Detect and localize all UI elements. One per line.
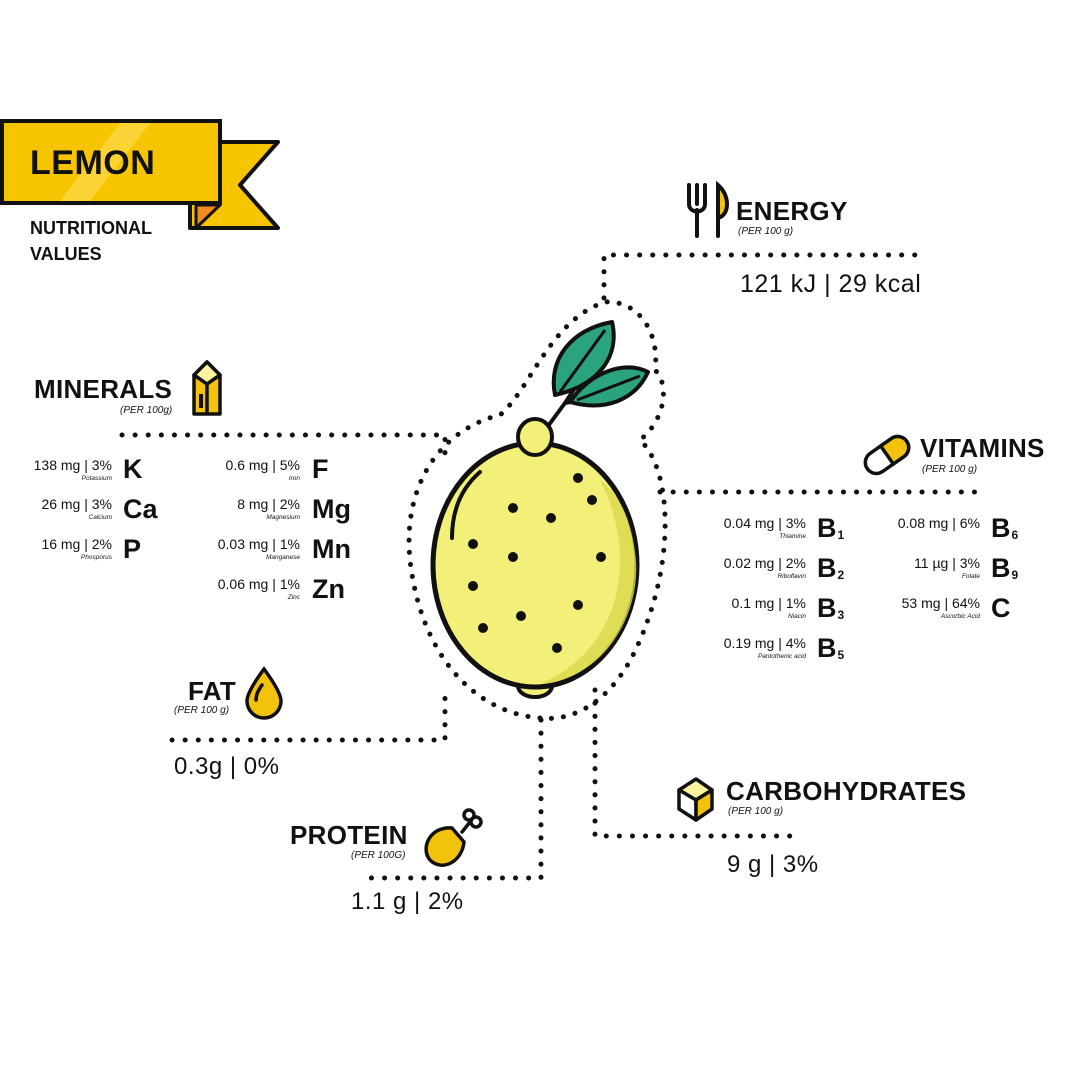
mineral-amount: 138 mg | 3% [33, 457, 112, 473]
mineral-iron: 0.6 mg | 5% Iron [190, 453, 300, 493]
vitamin-symbol: C [991, 593, 1011, 623]
banner-subtitle-line1: NUTRITIONAL [30, 218, 152, 238]
protein-per-label: (PER 100G) [351, 850, 406, 861]
vitamin-name: Riboflavin [777, 573, 806, 580]
mineral-name: Phosporus [80, 554, 112, 561]
mineral-name: Iron [288, 475, 300, 482]
vitamin-b6: 0.08 mg | 6% [860, 511, 980, 551]
vitamin-b2: 0.02 mg | 2% Riboflavin [690, 551, 806, 591]
connector-lines [119, 252, 983, 881]
mineral-amount: 0.06 mg | 1% [217, 576, 300, 592]
minerals-heading: MINERALS [34, 374, 173, 404]
mineral-amount: 26 mg | 3% [41, 496, 112, 512]
vitamin-b9: 11 µg | 3% Folate [860, 551, 980, 591]
vitamin-name: Ascorbic Acid [940, 613, 980, 620]
mineral-symbol: Mg [312, 494, 351, 524]
fat-per-label: (PER 100 g) [174, 705, 230, 716]
vitamin-b3: 0.1 mg | 1% Niacin [690, 591, 806, 631]
mineral-magnesium: 8 mg | 2% Magnesium [190, 492, 300, 532]
mineral-name: Zinc [287, 594, 300, 601]
lemon-illustration [430, 320, 650, 699]
energy-heading: ENERGY [736, 196, 848, 226]
energy-per-label: (PER 100 g) [738, 226, 794, 237]
vitamin-symbol: B1 [817, 513, 845, 543]
vitamin-b1: 0.04 mg | 3% Thiamine [690, 511, 806, 551]
vitamin-amount: 0.04 mg | 3% [723, 515, 806, 531]
energy-connector [601, 252, 928, 301]
vitamin-amount: 0.08 mg | 6% [897, 515, 980, 531]
vitamins-per-label: (PER 100 g) [922, 464, 978, 475]
protein-connector [365, 717, 544, 881]
vitamin-symbol: B3 [817, 593, 845, 623]
vitamins-heading: VITAMINS [920, 433, 1045, 463]
vitamin-name: Thiamine [779, 533, 806, 540]
vitamin-amount: 11 µg | 3% [914, 555, 980, 571]
mineral-amount: 8 mg | 2% [237, 496, 300, 512]
carbohydrates-heading: CARBOHYDRATES [726, 776, 967, 806]
mineral-symbol: F [312, 454, 329, 484]
energy-value: 121 kJ | 29 kcal [740, 270, 922, 298]
mineral-amount: 0.6 mg | 5% [225, 457, 300, 473]
minerals-connector [119, 432, 448, 458]
mineral-symbol: P [123, 534, 142, 564]
mineral-name: Calcium [88, 514, 112, 521]
carbohydrates-value: 9 g | 3% [727, 851, 819, 878]
mineral-name: Potassium [81, 475, 112, 482]
vitamin-symbol: B6 [991, 513, 1019, 543]
vitamin-amount: 0.02 mg | 2% [723, 555, 806, 571]
mineral-phosphorus: 16 mg | 2% Phosporus [20, 532, 112, 572]
mineral-calcium: 26 mg | 3% Calcium [20, 492, 112, 532]
mineral-symbol: Zn [312, 574, 345, 604]
mineral-zinc: 0.06 mg | 1% Zinc [190, 572, 300, 612]
fat-connector [169, 685, 448, 743]
vitamin-amount: 0.1 mg | 1% [731, 595, 806, 611]
mineral-symbol: K [123, 454, 143, 484]
vitamin-amount: 53 mg | 64% [901, 595, 980, 611]
carbohydrates-connector [592, 687, 793, 839]
drop-icon [245, 666, 283, 720]
banner-subtitle-line2: VALUES [30, 244, 102, 264]
vitamin-amount: 0.19 mg | 4% [723, 635, 806, 651]
fat-heading: FAT [188, 676, 237, 706]
drumstick-icon [424, 808, 483, 867]
sugar-cube-icon [677, 777, 714, 822]
banner-ribbon [0, 119, 280, 230]
vitamin-symbol: B5 [817, 633, 845, 663]
mineral-symbol: Mn [312, 534, 351, 564]
fork-knife-icon [687, 180, 729, 238]
protein-value: 1.1 g | 2% [351, 888, 464, 915]
carbohydrates-per-label: (PER 100 g) [728, 806, 784, 817]
mineral-symbol: Ca [123, 494, 158, 524]
capsule-icon [863, 434, 911, 476]
mineral-name: Manganese [266, 554, 300, 561]
fat-value: 0.3g | 0% [174, 753, 280, 780]
vitamin-c: 53 mg | 64% Ascorbic Acid [860, 591, 980, 631]
vitamin-name: Niacin [787, 613, 806, 620]
lemon-halo [406, 299, 668, 721]
crystal-icon [192, 360, 222, 416]
protein-heading: PROTEIN [290, 820, 408, 850]
minerals-per-label: (PER 100g) [120, 405, 173, 416]
vitamin-symbol: B2 [817, 553, 845, 583]
vitamin-symbol: B9 [991, 553, 1019, 583]
vitamin-name: Folate [961, 573, 980, 580]
mineral-name: Magnesium [266, 514, 300, 521]
vitamin-b5: 0.19 mg | 4% Pantothenic acid [690, 631, 806, 671]
vitamin-name: Pantothenic acid [757, 653, 806, 660]
mineral-manganese: 0.03 mg | 1% Manganese [190, 532, 300, 572]
mineral-amount: 16 mg | 2% [41, 536, 112, 552]
mineral-potassium: 138 mg | 3% Potassium [20, 453, 112, 493]
banner-title: LEMON [30, 144, 156, 182]
mineral-amount: 0.03 mg | 1% [217, 536, 300, 552]
